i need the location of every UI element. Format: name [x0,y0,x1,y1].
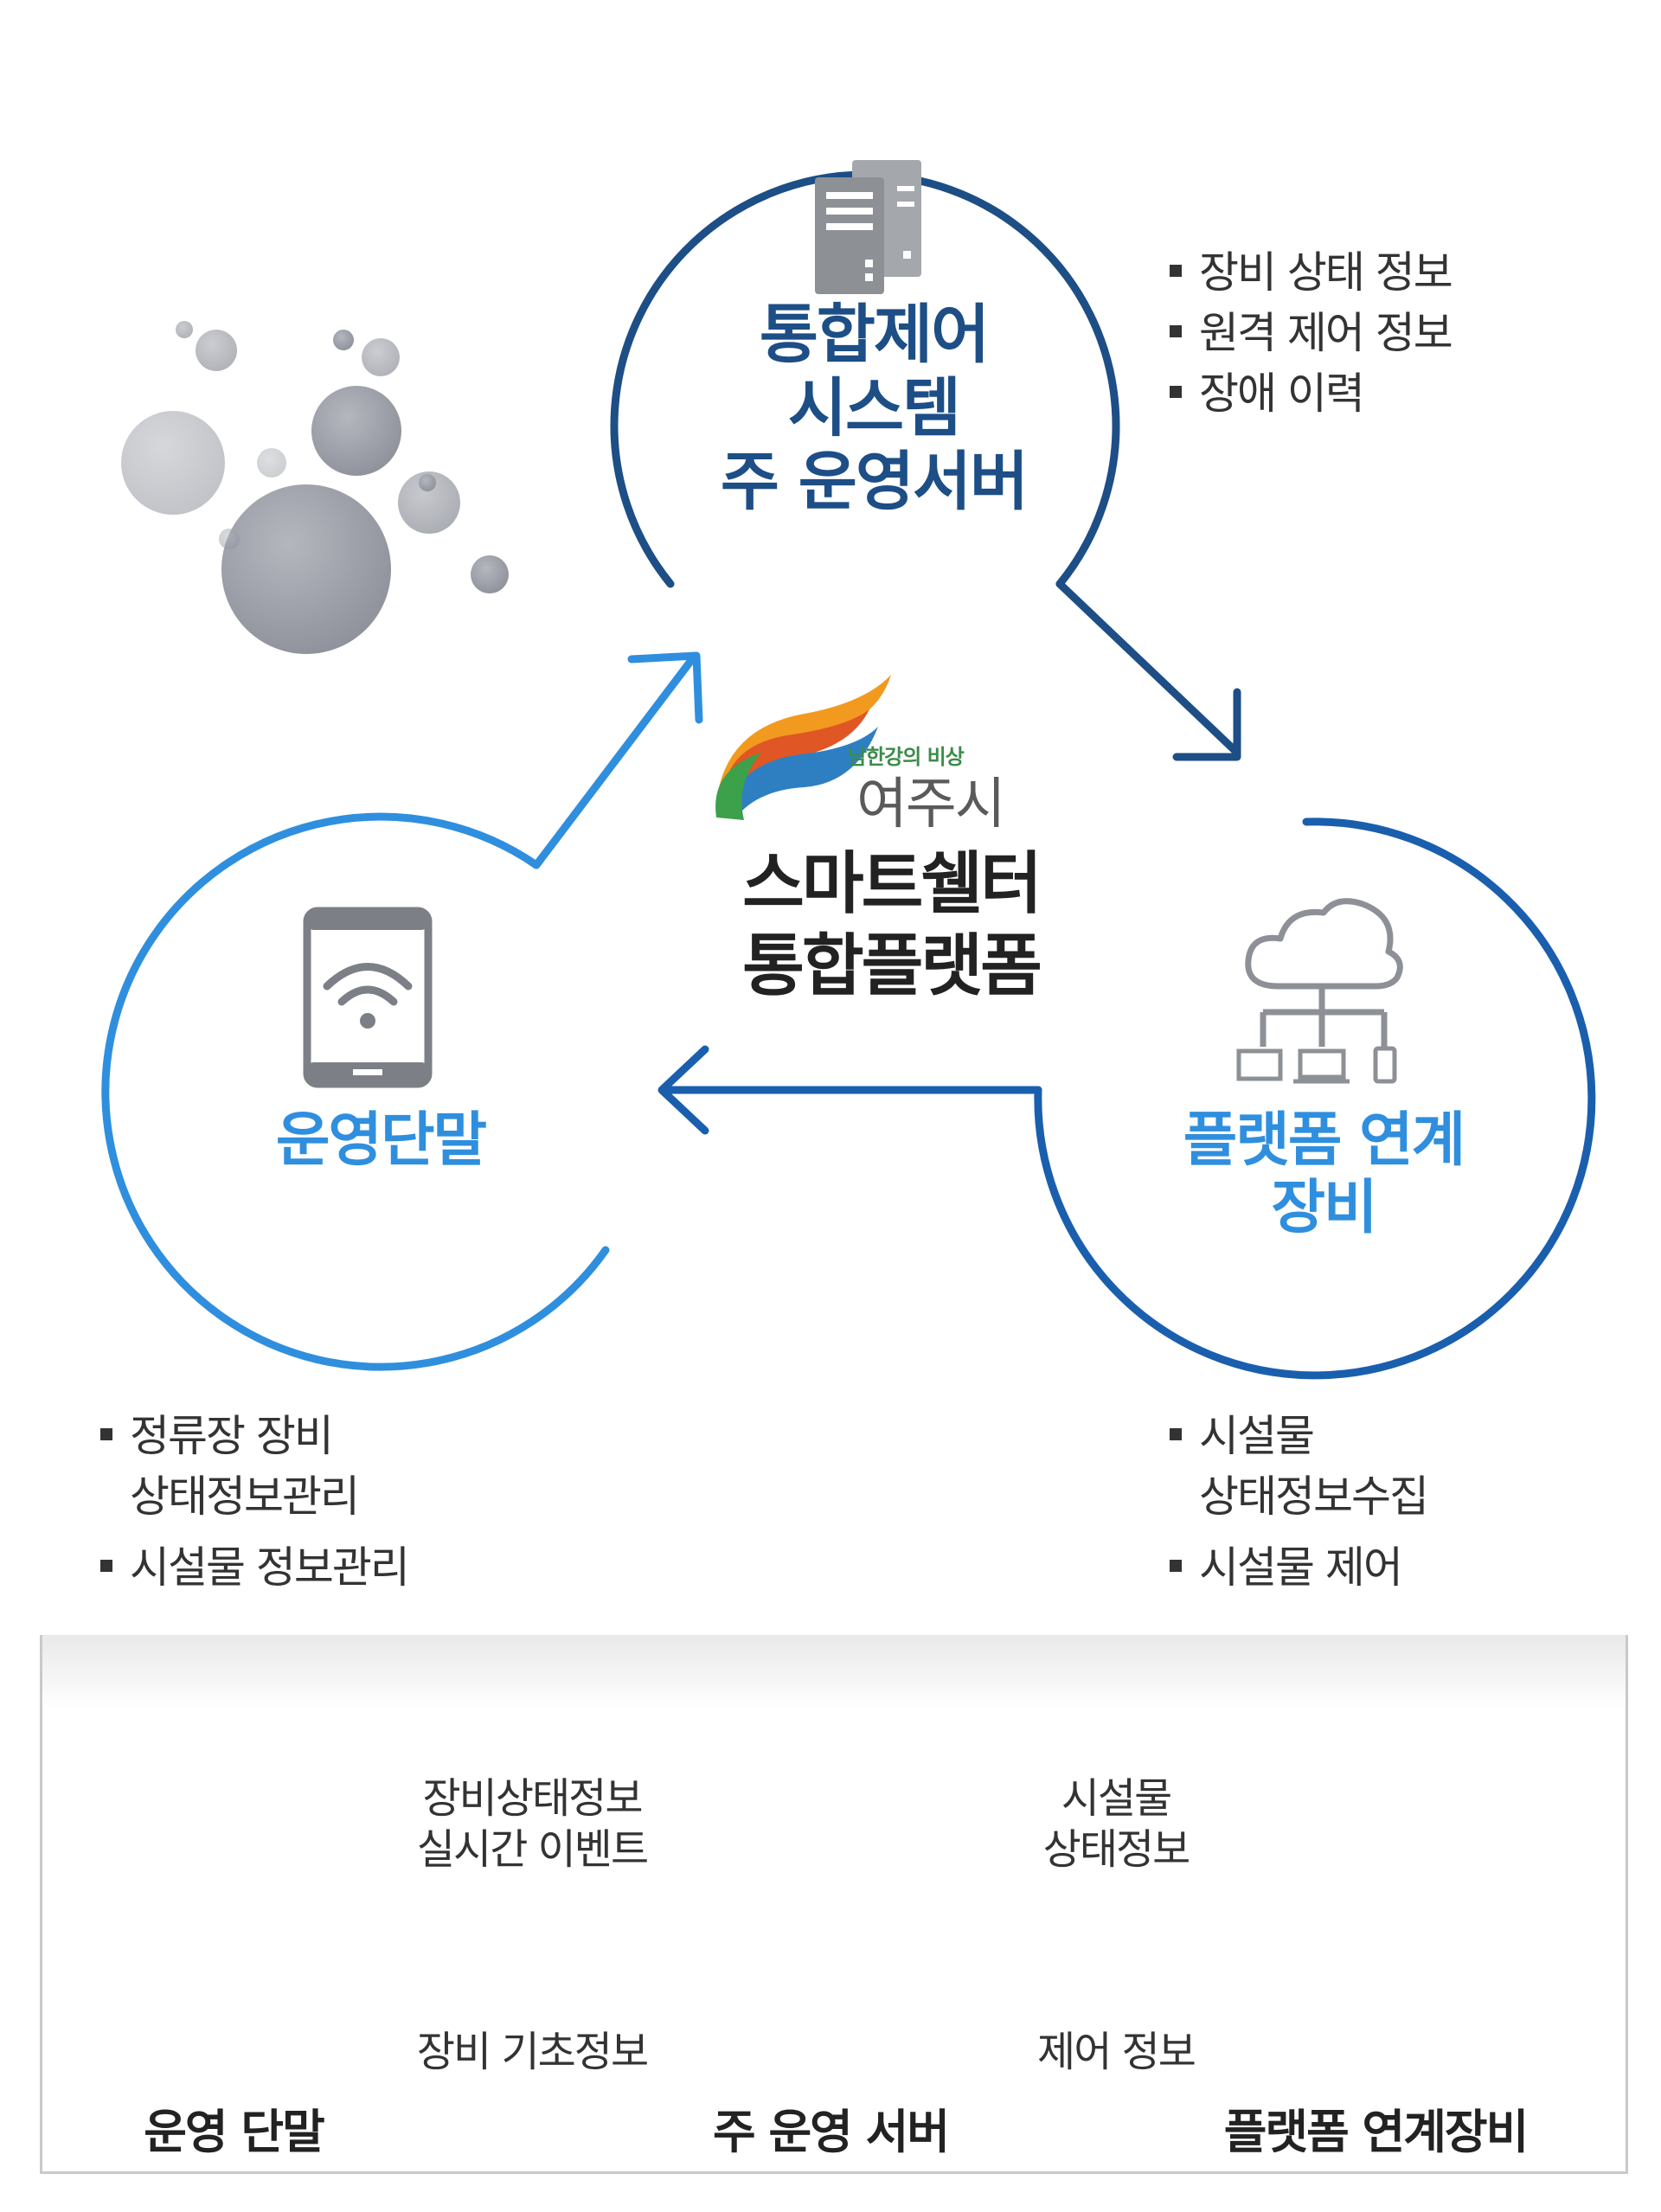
server-label: 주 운영 서버 [713,2105,950,2159]
decorative-bubbles [121,321,509,654]
bullet-item: 장애 이력 [1170,363,1452,424]
yeoju-logo-emblem [715,675,891,820]
bullet-line: 상태정보수집 [1199,1471,1429,1522]
left-flow-bottom-label: 장비 기초정보 [416,2028,649,2076]
right-flow-bottom-label: 제어 정보 [1037,2028,1196,2076]
server-tower-icon [815,160,921,294]
right-node-circle [657,817,1596,1380]
top-node-title: 통합제어 시스템 주 운영서버 [657,298,1090,519]
bullet-item: 시설물 정보관리 [100,1537,410,1598]
bullet-item: 원격 제어 정보 [1170,303,1453,363]
bullet-line: 시설물 [1199,1411,1315,1461]
center-title-line: 스마트쉘터 [742,845,1042,923]
cloud-network-devices-icon [1236,898,1403,1084]
logo-subtitle: 남한강의 비상 [848,745,965,769]
terminal-label: 운영 단말 [144,2105,325,2159]
bullet-item: 시설물 제어 [1170,1537,1427,1598]
platform-label: 플랫폼 연계장비 [1223,2105,1530,2159]
right-node-title-line: 장비 [1271,1174,1377,1243]
top-node-bullets: 장비 상태 정보 원격 제어 정보 장애 이력 [1170,242,1453,424]
left-node-bullets: 정류장 장비 상태정보관리 시설물 정보관리 [100,1406,410,1598]
bottom-flow-panel [40,1635,1628,2174]
bullet-line: 상태정보관리 [130,1471,360,1522]
bullet-item: 정류장 장비 상태정보관리 [100,1406,408,1527]
tablet-wifi-icon [303,907,433,1088]
center-title-line: 통합플랫폼 [742,927,1042,1006]
left-flow-top-label: 장비상태정보 실시간 이벤트 [398,1773,666,1875]
right-flow-top-label: 시설물 상태정보 [1004,1773,1228,1875]
flow-line: 실시간 이벤트 [416,1824,649,1874]
left-node-title: 운영단말 [275,1106,487,1175]
right-node-title: 플랫폼 연계 장비 [1081,1106,1566,1243]
logo-city-name: 여주시 [856,773,1006,837]
bullet-line: 시설물 정보관리 [130,1542,410,1593]
left-node-circle [101,651,703,1371]
flow-line: 시설물 [1061,1774,1172,1823]
right-node-title-line: 플랫폼 연계 [1183,1106,1465,1175]
right-node-bullets: 시설물 상태정보수집 시설물 제어 [1170,1406,1429,1598]
bullet-item: 장비 상태 정보 [1170,242,1453,303]
flow-line: 상태정보 [1042,1824,1191,1874]
top-node-title-line: 통합제어 [759,298,990,372]
center-title: 스마트쉘터 통합플랫폼 [623,843,1159,1008]
top-node-title-line: 시스템 [787,371,961,446]
flow-line: 장비상태정보 [422,1774,644,1823]
top-node-title-line: 주 운영서버 [720,445,1029,520]
bullet-line: 시설물 제어 [1199,1542,1403,1593]
bullet-line: 정류장 장비 [130,1411,334,1461]
bullet-item: 시설물 상태정보수집 [1170,1406,1429,1527]
